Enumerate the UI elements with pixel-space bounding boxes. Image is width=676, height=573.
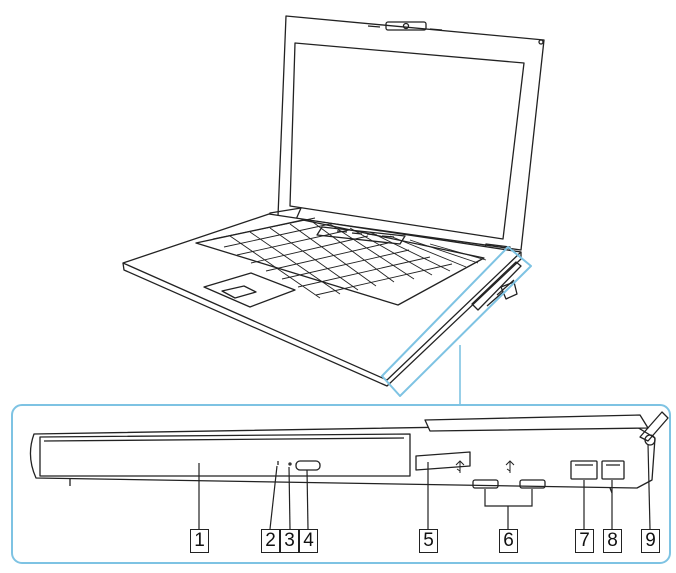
webcam bbox=[385, 21, 427, 31]
usb-icon bbox=[455, 460, 515, 473]
lan-port bbox=[570, 460, 598, 480]
callout-2: 2 bbox=[261, 529, 280, 553]
side-view bbox=[29, 411, 669, 494]
laptop-display bbox=[289, 42, 525, 240]
laptop-illustration bbox=[122, 15, 545, 387]
modem-port bbox=[601, 460, 625, 480]
expresscard-slot bbox=[415, 451, 471, 471]
callout-7: 7 bbox=[575, 529, 594, 553]
callout-1: 1 bbox=[190, 529, 209, 553]
usb-port-1 bbox=[472, 479, 499, 489]
callout-9: 9 bbox=[641, 529, 660, 553]
highlight-region bbox=[381, 246, 532, 397]
callout-4: 4 bbox=[299, 529, 318, 553]
callout-5: 5 bbox=[419, 529, 438, 553]
side-body bbox=[29, 423, 656, 489]
touchpad bbox=[203, 272, 296, 308]
optical-drive bbox=[39, 433, 411, 477]
callout-leaders bbox=[198, 443, 651, 530]
usb-port-2 bbox=[519, 479, 546, 489]
callout-3: 3 bbox=[280, 529, 299, 553]
callout-6: 6 bbox=[499, 529, 518, 553]
callout-8: 8 bbox=[603, 529, 622, 553]
eject-button bbox=[295, 460, 321, 471]
